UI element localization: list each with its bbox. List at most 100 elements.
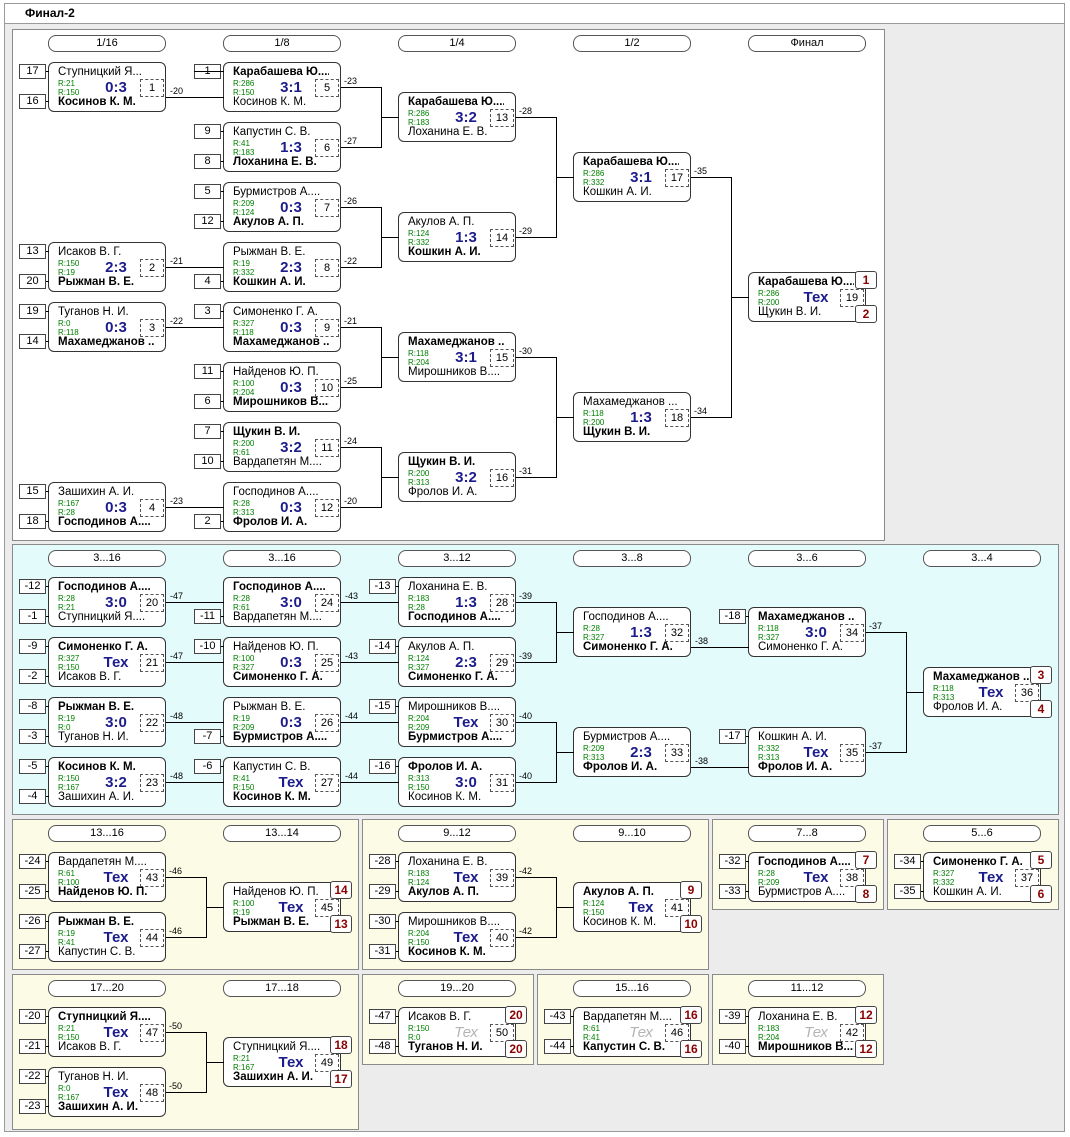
connector-line xyxy=(166,1092,207,1093)
link-label: -23 xyxy=(170,496,184,506)
connector-line xyxy=(46,1016,49,1017)
rating-bottom: R:19 xyxy=(233,908,250,917)
connector-line xyxy=(221,221,224,222)
round-header: 17...20 xyxy=(48,980,166,997)
match-number: 41 xyxy=(665,899,689,917)
rating-top: R:28 xyxy=(233,594,250,603)
rating-top: R:150 xyxy=(58,259,80,268)
link-label: -50 xyxy=(169,1081,183,1091)
player-top: Мирошников В.... xyxy=(408,916,501,928)
rating-bottom: R:332 xyxy=(583,178,605,187)
link-label: -26 xyxy=(344,196,358,206)
match-number: 15 xyxy=(490,349,514,367)
rating-top: R:118 xyxy=(408,349,429,358)
connector-line xyxy=(221,281,224,282)
connector-line xyxy=(46,796,49,797)
player-top: Щукин В. И. xyxy=(233,426,301,438)
connector-line xyxy=(221,161,224,162)
rating-bottom: R:183 xyxy=(233,148,255,157)
seed-box: -39 xyxy=(719,1009,746,1024)
connector-line xyxy=(746,891,749,892)
match-score: 2:3 xyxy=(630,744,652,761)
player-bottom: Вардапетян М.... xyxy=(233,611,322,623)
connector-line xyxy=(46,1046,49,1047)
connector-line xyxy=(46,491,49,492)
rating-top: R:124 xyxy=(583,899,605,908)
match-score: Тех xyxy=(278,899,304,916)
round-header: Финал xyxy=(748,35,866,52)
connector-line xyxy=(396,951,399,952)
rating-top: R:327 xyxy=(233,319,255,328)
match-number: 5 xyxy=(315,79,339,97)
player-bottom: Рыжман В. Е. xyxy=(58,276,135,288)
connector-line xyxy=(341,662,399,663)
match-score: 0:3 xyxy=(105,499,127,516)
rating-bottom: R:327 xyxy=(233,663,255,672)
place-badge: 9 xyxy=(680,881,702,899)
link-label: -39 xyxy=(519,591,533,601)
rating-top: R:204 xyxy=(408,714,430,723)
seed-box: -5 xyxy=(19,759,46,774)
round-header: 3...16 xyxy=(223,550,341,567)
rating-top: R:286 xyxy=(583,169,605,178)
player-bottom: Махамеджанов ... xyxy=(58,336,154,348)
link-label: -37 xyxy=(869,621,883,631)
player-bottom: Щукин В. И. xyxy=(758,306,822,318)
match-number: 47 xyxy=(140,1024,164,1042)
player-bottom: Найденов Ю. П. xyxy=(58,886,148,898)
seed-box: -7 xyxy=(194,729,221,744)
player-top: Найденов Ю. П. xyxy=(233,641,319,653)
match-number: 34 xyxy=(840,624,864,642)
